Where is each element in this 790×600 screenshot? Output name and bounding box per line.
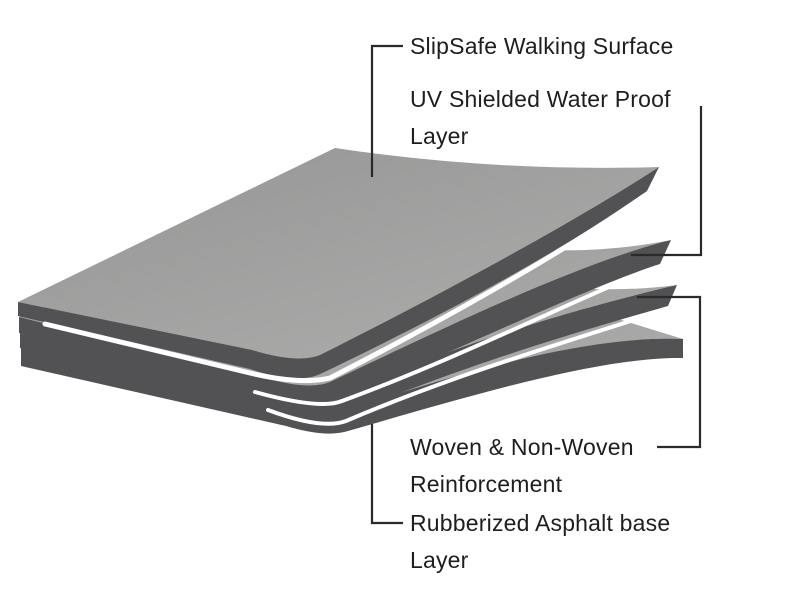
leader-line-woven xyxy=(637,295,702,449)
layer-4-front-edge xyxy=(21,338,683,434)
gap-between-layer-3-and-4 xyxy=(266,308,666,426)
layer-2-front-edge xyxy=(19,240,671,408)
gap-between-layer-2-and-3 xyxy=(253,266,658,406)
label-woven-nonwoven-reinforcement: Woven & Non-Woven Reinforcement xyxy=(410,434,634,497)
label-slipsafe-walking-surface: SlipSafe Walking Surface xyxy=(410,33,674,59)
layer-1-top-surface xyxy=(18,148,659,359)
layer-3-front-edge xyxy=(20,285,677,423)
leader-line-slipsafe xyxy=(370,44,403,177)
leader-line-uv xyxy=(631,106,703,257)
layer-1-slipsafe-walking-surface xyxy=(18,148,659,379)
gap-between-layer-1-and-2 xyxy=(42,193,647,384)
label-rubberized-asphalt-base-layer: Rubberized Asphalt base Layer xyxy=(410,510,671,573)
leader-line-rubberized xyxy=(370,424,403,525)
label-uv-shielded-waterproof-layer: UV Shielded Water Proof Layer xyxy=(410,86,671,149)
